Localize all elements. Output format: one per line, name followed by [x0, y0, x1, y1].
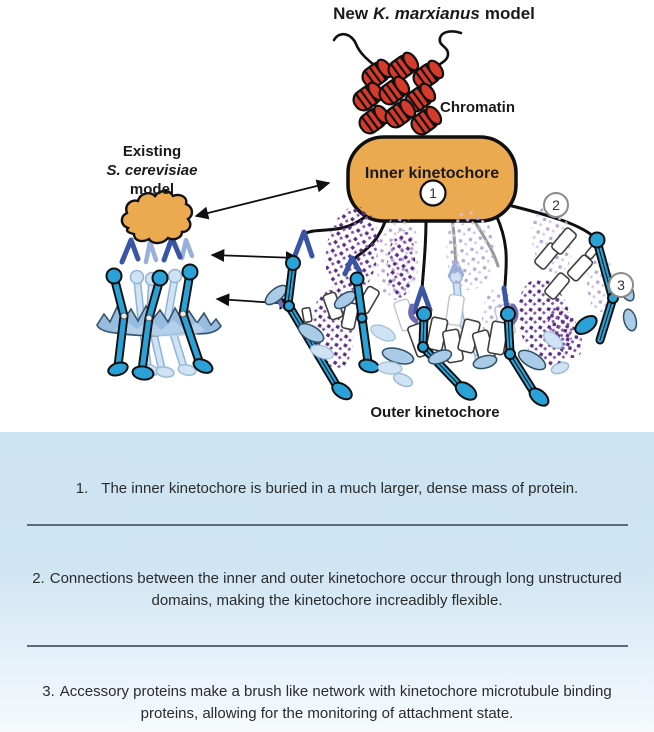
marker-2: 2: [543, 192, 569, 218]
divider-1: [27, 524, 628, 526]
linker-forks: [119, 235, 195, 265]
outer-unit-midright: [472, 285, 563, 407]
svg-text:3: 3: [617, 277, 625, 293]
item-1-number: 1.: [75, 480, 89, 497]
item-2-text: Connections between the inner and outer …: [49, 570, 622, 609]
outer-kinetochore-label: Outer kinetochore: [370, 404, 499, 421]
dna-strands: [332, 30, 463, 74]
outer-unit-center: [377, 285, 478, 401]
marker-1-number: 1: [429, 185, 437, 201]
marker-1-circle: [419, 179, 447, 207]
front-rods: [105, 263, 214, 381]
item-3-number: 3.: [42, 683, 55, 700]
item-3-text: Accessory proteins make a brush like net…: [59, 683, 612, 722]
explanation-item-2: 2.Connections between the inner and oute…: [0, 568, 654, 612]
svg-text:2: 2: [552, 197, 560, 213]
explanation-item-3: 3.Accessory proteins make a brush like n…: [0, 681, 654, 725]
divider-2: [27, 645, 628, 647]
inner-kinetochore-label: Inner kinetochore: [365, 165, 499, 182]
explanation-item-1: 1. The inner kinetochore is buried in a m…: [0, 478, 654, 500]
chromatin-label: Chromatin: [440, 99, 515, 116]
new-model-illustration: Inner kinetochore 1: [264, 4, 638, 421]
outer-unit-midleft: [333, 255, 396, 374]
centromere-blob: [120, 189, 194, 245]
item-2-number: 2.: [32, 570, 45, 587]
explanation-panel: 1. The inner kinetochore is buried in a m…: [0, 432, 654, 732]
marker-3: 3: [608, 272, 634, 298]
chromatin-illustration: [348, 48, 448, 140]
inner-kinetochore-box: Inner kinetochore 1: [346, 135, 518, 223]
outer-unit-left: [264, 229, 353, 401]
mid-ring-highlight: [115, 319, 205, 337]
item-1-text: The inner kinetochore is buried in a muc…: [101, 480, 579, 497]
